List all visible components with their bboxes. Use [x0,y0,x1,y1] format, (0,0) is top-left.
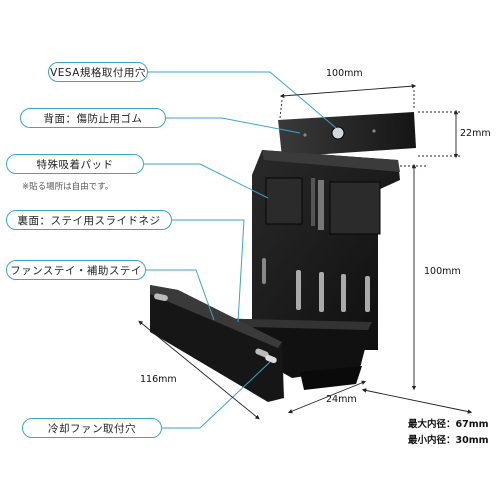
dim-base-length: 116mm [140,374,177,385]
dim-base-depth: 24mm [326,394,357,405]
pad-recess-left [265,177,303,225]
pad-recess-right [329,181,381,235]
dim-height: 100mm [424,266,461,277]
dim-top-width: 100mm [326,68,363,79]
callout-back-rubber: 背面：傷防止用ゴム [20,108,166,128]
vesa-hole-icon [331,126,345,140]
callout-vesa: VESA規格取付用穴 [48,62,148,82]
callout-pad: 特殊吸着パッド [6,154,144,174]
callout-slide-screw: 裏面：ステイ用スライドネジ [6,210,172,230]
dim-top-depth: 22mm [460,128,491,139]
spec-max-inner: 最大内径：67mm [408,419,489,430]
callout-fan-mount: 冷却ファン取付穴 [22,418,162,438]
pad-note: ※貼る場所は自由です。 [22,182,114,192]
callout-fan-stay: ファンステイ・補助ステイ [6,260,146,280]
top-mount-tab [278,112,416,157]
spec-min-inner: 最小内径：30mm [408,435,489,446]
